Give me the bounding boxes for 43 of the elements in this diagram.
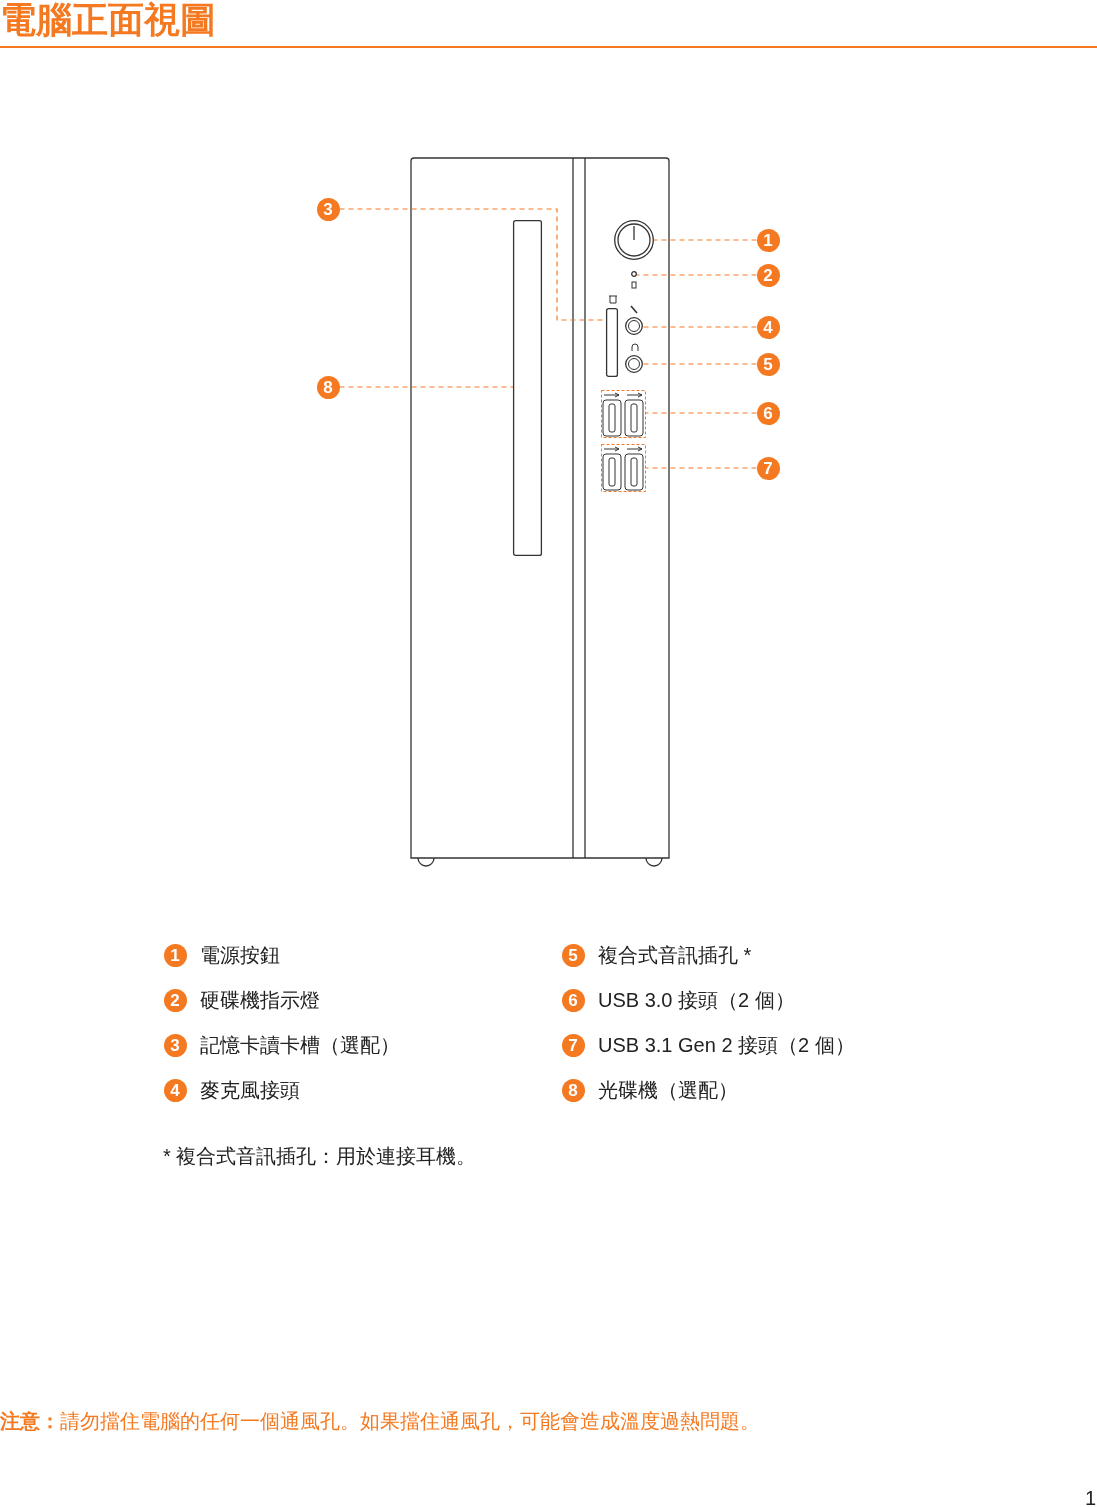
audio-jack — [625, 355, 643, 373]
callout-number: 1 — [756, 228, 780, 252]
part-description: 硬碟機指示燈 — [200, 988, 320, 1012]
part-description: 麥克風接頭 — [200, 1078, 300, 1102]
callout-number: 5 — [561, 943, 585, 967]
card-slot — [606, 308, 618, 377]
usb-port-pair — [601, 444, 646, 492]
usb-port-pair — [601, 390, 646, 438]
callout-number: 6 — [756, 401, 780, 425]
warning-note: 注意：請勿擋住電腦的任何一個通風孔。如果擋住通風孔，可能會造成溫度過熱問題。 — [0, 1409, 760, 1433]
optical-drive — [513, 220, 542, 556]
callout-number: 3 — [163, 1033, 187, 1057]
leader-line — [642, 363, 758, 365]
callout-number: 6 — [561, 988, 585, 1012]
leader-line — [636, 274, 758, 276]
callout-number: 2 — [163, 988, 187, 1012]
callout-number: 8 — [561, 1078, 585, 1102]
callout-number: 3 — [316, 197, 340, 221]
callout-number: 1 — [163, 943, 187, 967]
leader-line — [645, 412, 758, 414]
callout-number: 7 — [756, 456, 780, 480]
part-description: USB 3.1 Gen 2 接頭（2 個） — [598, 1033, 855, 1057]
leader-line — [653, 239, 758, 241]
audio-jack — [625, 317, 643, 335]
callout-number: 8 — [316, 375, 340, 399]
part-description: USB 3.0 接頭（2 個） — [598, 988, 795, 1012]
footnote: * 複合式音訊插孔：用於連接耳機。 — [163, 1144, 477, 1168]
callout-number: 4 — [756, 315, 780, 339]
part-description: 電源按鈕 — [200, 943, 280, 967]
callout-number: 4 — [163, 1078, 187, 1102]
callout-number: 5 — [756, 352, 780, 376]
callout-number: 2 — [756, 263, 780, 287]
leader-line — [645, 467, 758, 469]
part-description: 記憶卡讀卡槽（選配） — [200, 1033, 400, 1057]
part-description: 複合式音訊插孔 * — [598, 943, 752, 967]
leader-line — [338, 386, 514, 388]
page-title: 電腦正面視圖 — [0, 0, 216, 42]
part-description: 光碟機（選配） — [598, 1078, 738, 1102]
leader-line — [642, 326, 758, 328]
callout-number: 7 — [561, 1033, 585, 1057]
indicator-light — [631, 271, 637, 277]
power-button — [614, 220, 654, 260]
page-number: 1 — [1085, 1486, 1097, 1507]
